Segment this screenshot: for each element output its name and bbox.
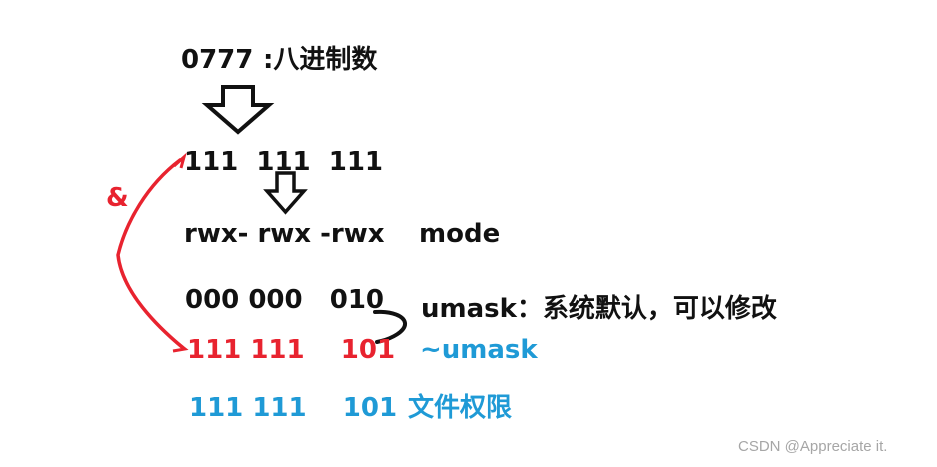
and-symbol: & — [106, 183, 129, 213]
watermark: CSDN @Appreciate it. — [738, 438, 888, 455]
small-down-arrow-icon — [263, 171, 308, 215]
result-bits: 111 111 101 — [189, 393, 398, 423]
inverse-umask-bits: 111 111 101 — [187, 335, 396, 365]
result-label: 文件权限 — [408, 393, 513, 423]
bracket-bottom-tip — [172, 339, 189, 353]
bracket-top-tip — [172, 152, 187, 169]
big-down-arrow-icon — [201, 85, 275, 135]
umask-label: umask：系统默认，可以修改 — [421, 294, 777, 324]
mode-bits: rwx- rwx -rwx — [184, 219, 385, 249]
mode-label: mode — [419, 219, 501, 249]
inverse-umask-label: ~umask — [420, 335, 538, 365]
umask-bits: 000 000 010 — [185, 285, 385, 315]
octal-label: :八进制数 — [263, 45, 378, 75]
binary-line: 111 111 111 — [184, 147, 384, 177]
octal-value: 0777 — [181, 45, 254, 75]
